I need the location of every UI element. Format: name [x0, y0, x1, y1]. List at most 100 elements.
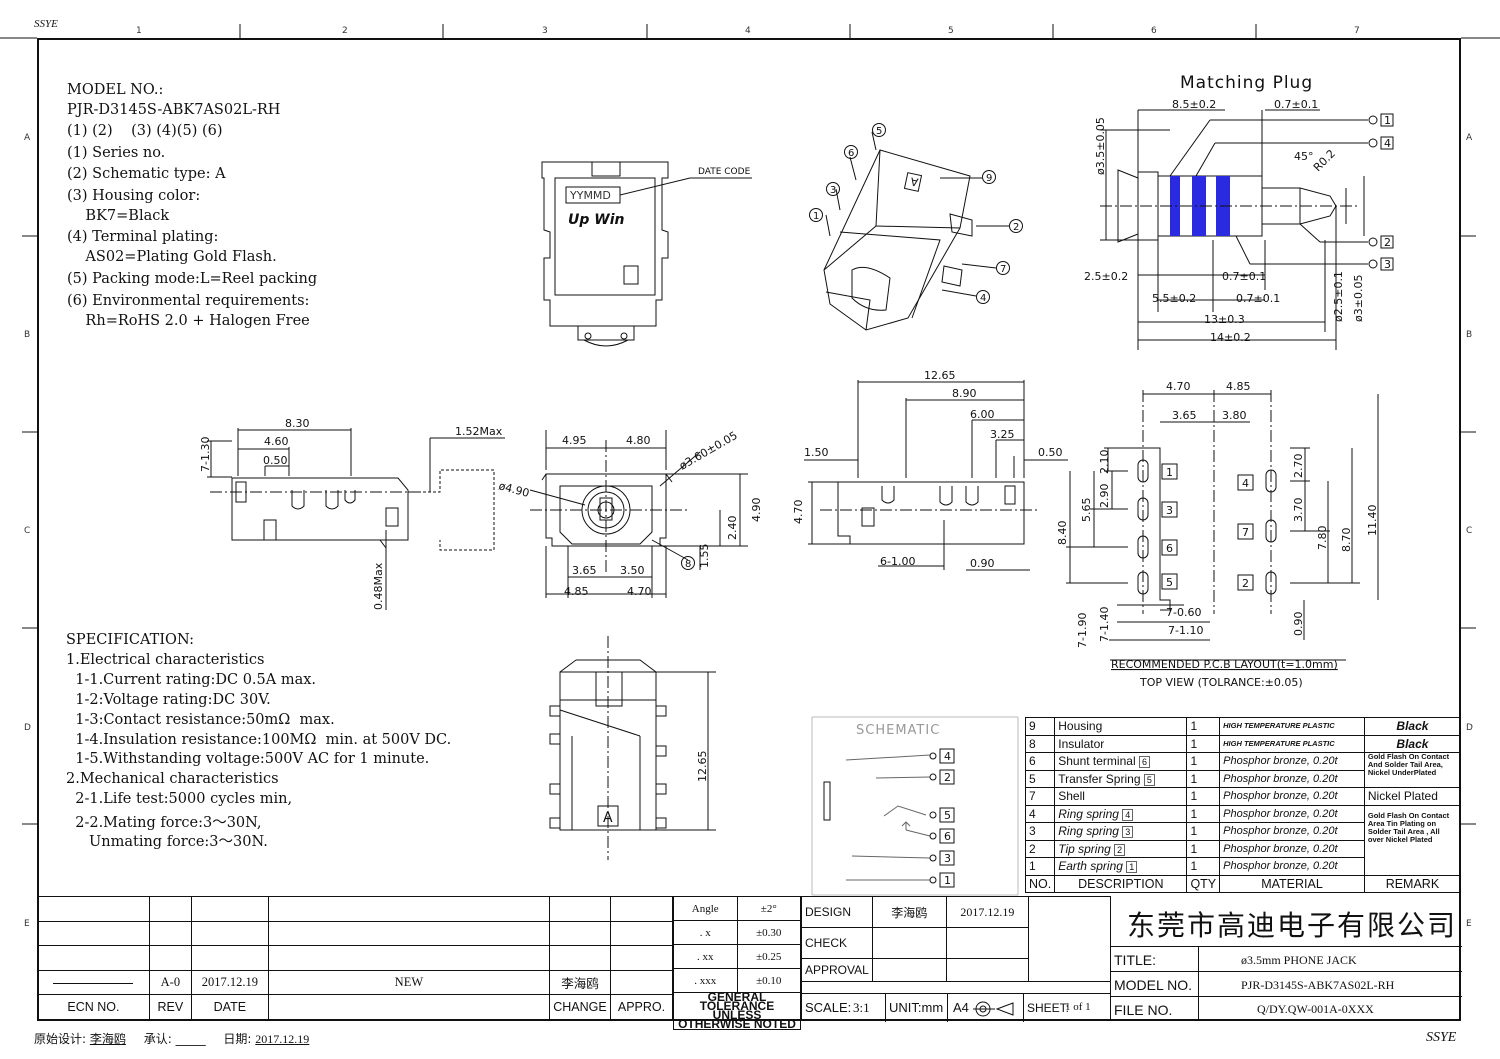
- grid-row-e-left: E: [24, 919, 30, 929]
- pcb-pin: 5: [1166, 576, 1173, 589]
- spec-line: 1-3:Contact resistance:50mΩ max.: [66, 712, 335, 728]
- grid-col-4: 4: [745, 26, 751, 36]
- spec-line: 1-2:Voltage rating:DC 30V.: [66, 692, 271, 708]
- schematic-pin: 2: [944, 771, 951, 784]
- bom-qty: 1: [1186, 804, 1221, 823]
- bom-material: Phosphor bronze, 0.20t: [1219, 857, 1365, 876]
- tol-label: . xxx: [673, 968, 738, 993]
- bom-qty: 1: [1186, 769, 1221, 788]
- tol-value: ±0.25: [736, 944, 801, 969]
- pcb-dim: 3.70: [1292, 498, 1305, 523]
- grid-col-5: 5: [948, 26, 954, 36]
- note-line: (6) Environmental requirements:: [67, 293, 310, 309]
- grid-col-1: 1: [136, 26, 142, 36]
- design-name: 李海鸥: [871, 896, 947, 928]
- paper-size: A4: [953, 1000, 969, 1015]
- bom-desc: Insulator: [1054, 734, 1188, 753]
- plug-dim: 0.7±0.1: [1274, 98, 1318, 111]
- grid-row-b-right: B: [1466, 330, 1472, 340]
- housing-mark-iso: A: [909, 174, 919, 188]
- file-value: Q/DY.QW-001A-0XXX: [1257, 1002, 1374, 1016]
- bom-desc: Earth spring: [1058, 859, 1123, 874]
- title-block: 东莞市高迪电子有限公司 TITLE: ø3.5mm PHONE JACK MOD…: [1110, 896, 1462, 1021]
- bom-desc: Transfer Spring: [1058, 771, 1141, 786]
- approve-value: _____: [175, 1032, 206, 1046]
- rev-header-rev: REV: [148, 994, 192, 1020]
- date-label: 日期:: [223, 1032, 252, 1046]
- rev-description: NEW: [267, 969, 551, 995]
- note-line: (3) Housing color:: [67, 188, 201, 204]
- design-label: DESIGN: [801, 896, 873, 928]
- matching-plug: Matching Plug 8.5±0.2 0: [1084, 73, 1394, 350]
- scale-value: 3:1: [853, 1000, 870, 1015]
- bom-header-no: NO.: [1024, 874, 1056, 893]
- spec-line: 2-1.Life test:5000 cycles min,: [66, 791, 293, 807]
- design-date: 2017.12.19: [945, 896, 1030, 928]
- side2-dim: 0.90: [970, 557, 995, 570]
- jack-side-view: 8.30 4.60 0.50 7-1.30 1.52Max 0.48Max: [199, 417, 505, 610]
- pcb-pin: 7: [1242, 526, 1249, 539]
- revision-row: A-0 2017.12.19 NEW 李海鸥: [37, 969, 674, 995]
- bom-no: 2: [1024, 839, 1056, 858]
- balloon-9: 9: [986, 173, 992, 184]
- title-value: ø3.5mm PHONE JACK: [1241, 953, 1357, 967]
- grid-col-3: 3: [542, 26, 548, 36]
- side2-dim: 12.65: [924, 369, 956, 382]
- plug-pin: 3: [1384, 258, 1391, 271]
- rev-header-date: DATE: [190, 994, 269, 1020]
- bottom-dim: 12.65: [696, 751, 709, 783]
- spec-line: 1-5.Withstanding voltage:500V AC for 1 m…: [66, 751, 430, 767]
- top-mark: SSYE: [34, 18, 58, 30]
- schematic-pin: 3: [944, 852, 951, 865]
- pcb-pin: 1: [1166, 466, 1173, 479]
- plug-dim: 8.5±0.2: [1172, 98, 1216, 111]
- front-dim: 4.90: [750, 498, 763, 523]
- balloon-7: 7: [1000, 264, 1006, 275]
- title-label: TITLE:: [1114, 952, 1157, 968]
- side2-dim: 8.90: [952, 387, 977, 400]
- grid-row-c-right: C: [1466, 526, 1472, 536]
- grid-row-d-left: D: [24, 723, 31, 733]
- tol-value: ±2°: [736, 896, 801, 921]
- balloon-2: 2: [1013, 222, 1019, 233]
- rev-header-appro: APPRO.: [609, 994, 674, 1020]
- bom-tag: 5: [1143, 773, 1155, 786]
- pcb-dim: 7-1.10: [1168, 624, 1203, 637]
- file-label: FILE NO.: [1114, 1002, 1173, 1018]
- front-dim: 4.85: [564, 585, 589, 598]
- general-tolerance: GENERAL TOLERANCE UNLESS OTHERWISE NOTED: [673, 992, 801, 1030]
- spec-header: SPECIFICATION:: [66, 632, 195, 648]
- pcb-dim: 7-1.40: [1098, 607, 1111, 642]
- pcb-dim: 8.70: [1340, 528, 1353, 553]
- company-name: 东莞市高迪电子有限公司: [1127, 909, 1458, 942]
- rev-date: 2017.12.19: [190, 969, 269, 995]
- plug-dim: 14±0.2: [1210, 331, 1251, 344]
- model-notes-header: MODEL NO.:: [67, 82, 164, 98]
- bom-tag: 2: [1114, 843, 1126, 856]
- bom-desc: Housing: [1054, 717, 1188, 736]
- plug-dim: 0.7±0.1: [1222, 270, 1266, 283]
- spec-line: Unmating force:3～30N.: [66, 834, 268, 850]
- pcb-dim: 0.90: [1292, 612, 1305, 637]
- note-line: (1) Series no.: [67, 145, 166, 161]
- tol-label: . x: [673, 920, 738, 945]
- side-dim: 1.52Max: [455, 425, 503, 438]
- jack-side-view-2: 12.65 8.90 6.00 3.25 1.50 0.50 4.70 6-1.…: [792, 369, 1068, 571]
- tol-label: Angle: [673, 896, 738, 921]
- balloon-6: 6: [848, 148, 854, 159]
- schematic-pin: 1: [944, 874, 951, 887]
- note-line: (4) Terminal plating:: [67, 229, 219, 245]
- front-dim: 3.50: [620, 564, 645, 577]
- date-code-label: DATE CODE: [698, 167, 751, 177]
- bom-desc: Ring spring: [1058, 806, 1119, 821]
- front-dim: 3.65: [572, 564, 597, 577]
- front-dim: ø4.90: [497, 479, 531, 500]
- footer-date: 2017.12.19: [255, 1032, 310, 1046]
